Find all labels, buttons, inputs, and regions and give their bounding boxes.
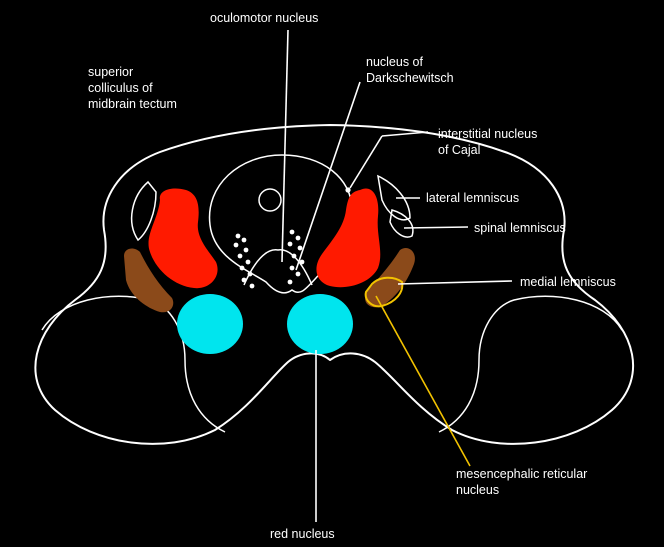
- cajal-pointer: [381, 131, 429, 137]
- right-red-nucleus: [287, 294, 353, 354]
- right-red-region: [316, 188, 381, 288]
- label-mesencephalic-reticular-nucleus: mesencephalic reticular nucleus: [456, 467, 591, 497]
- right-peduncle-border: [438, 295, 623, 433]
- cerebral-aqueduct: [258, 188, 282, 212]
- oculomotor-nucleus-dots: [233, 187, 351, 289]
- left-peduncle-border: [41, 295, 226, 433]
- label-oculomotor-nucleus: oculomotor nucleus: [210, 11, 318, 25]
- midbrain-outline: [34, 124, 635, 445]
- midline-notch: [243, 249, 313, 286]
- label-nucleus-of-darkschewitsch: nucleus of Darkschewitsch: [366, 55, 454, 85]
- left-red-region: [148, 188, 218, 289]
- reticular-pointer: [375, 295, 471, 467]
- left-red-nucleus: [177, 294, 243, 354]
- medial-lemniscus-pointer: [397, 280, 513, 285]
- oculomotor-pointer: [281, 29, 289, 263]
- darkschewitsch-pointer: [295, 81, 361, 271]
- label-superior-colliculus: superior colliculus of midbrain tectum: [88, 65, 177, 111]
- label-red-nucleus: red nucleus: [270, 527, 335, 541]
- right-lateral-lemniscus-outline: [377, 174, 411, 221]
- label-spinal-lemniscus: spinal lemniscus: [474, 221, 566, 235]
- cajal-pointer-2: [349, 135, 383, 189]
- reticular-highlight: [364, 276, 404, 308]
- spinal-lemniscus-pointer: [403, 226, 469, 229]
- label-interstitial-nucleus-of-cajal: interstitial nucleus of Cajal: [438, 127, 541, 157]
- left-medial-lemniscus: [124, 248, 174, 313]
- right-spinal-lemniscus-outline: [389, 209, 414, 238]
- label-lateral-lemniscus: lateral lemniscus: [426, 191, 519, 205]
- label-medial-lemniscus: medial lemniscus: [520, 275, 616, 289]
- left-lateral-lemniscus-outline: [130, 180, 157, 242]
